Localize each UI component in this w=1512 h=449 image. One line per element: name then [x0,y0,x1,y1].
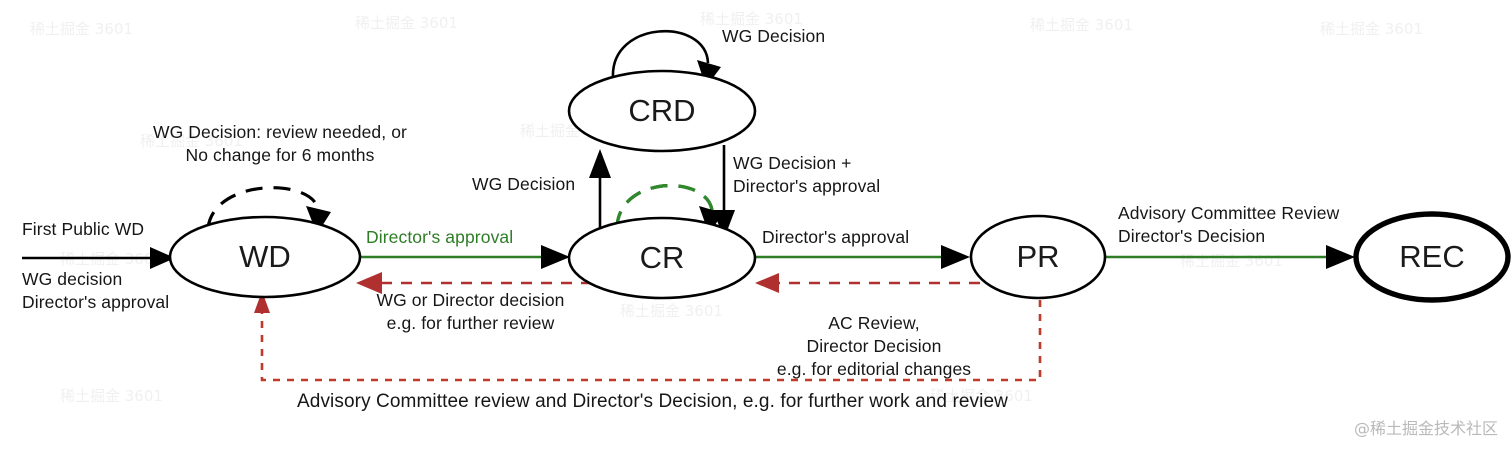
label-advisory-committee-review: Advisory Committee Review Director's Dec… [1118,203,1340,246]
edge-cr-to-crd [589,149,611,232]
label-directors-approval-cr-pr: Director's approval [762,227,910,247]
label-wg-decision-directors-approval: WG decision Director's approval [22,269,170,312]
label-wg-decision-plus-approval: WG Decision + Director's approval [733,153,881,196]
edge-pr-to-wd-return [254,291,1042,382]
label-directors-approval-wd-cr: Director's approval [366,227,514,247]
label-ac-review-director-decision: AC Review, Director Decision e.g. for ed… [776,313,972,379]
edge-cr-to-wd [356,272,592,294]
edge-wd-self-loop [206,186,331,234]
label-wg-decision-crd-self: WG Decision [722,26,826,46]
edge-crd-self-loop [611,29,721,87]
node-crd[interactable]: CRD [567,69,757,153]
edge-wd-to-cr [361,245,570,269]
node-cr[interactable]: CR [567,216,757,300]
edge-entry-to-wd [22,247,175,269]
node-rec[interactable]: REC [1353,211,1511,303]
node-cr-label: CR [640,240,685,275]
label-first-public-wd: First Public WD [22,219,145,239]
edge-cr-self-loop [615,183,723,234]
label-wg-or-director-decision: WG or Director decision e.g. for further… [376,290,565,333]
site-watermark: @稀土掘金技术社区 [1353,419,1498,438]
edge-pr-to-rec [1106,245,1355,269]
edge-pr-to-cr [755,273,980,293]
edge-cr-to-pr [756,245,970,269]
node-rec-label: REC [1399,239,1464,274]
node-crd-label: CRD [628,93,695,128]
label-wg-decision-cr-crd: WG Decision [472,174,576,194]
node-pr[interactable]: PR [969,214,1107,300]
node-pr-label: PR [1016,239,1059,274]
node-wd[interactable]: WD [168,215,362,299]
node-wd-label: WD [239,239,291,274]
label-bottom-return-path: Advisory Committee review and Director's… [297,391,1008,412]
label-wd-self-loop: WG Decision: review needed, or No change… [153,122,407,165]
